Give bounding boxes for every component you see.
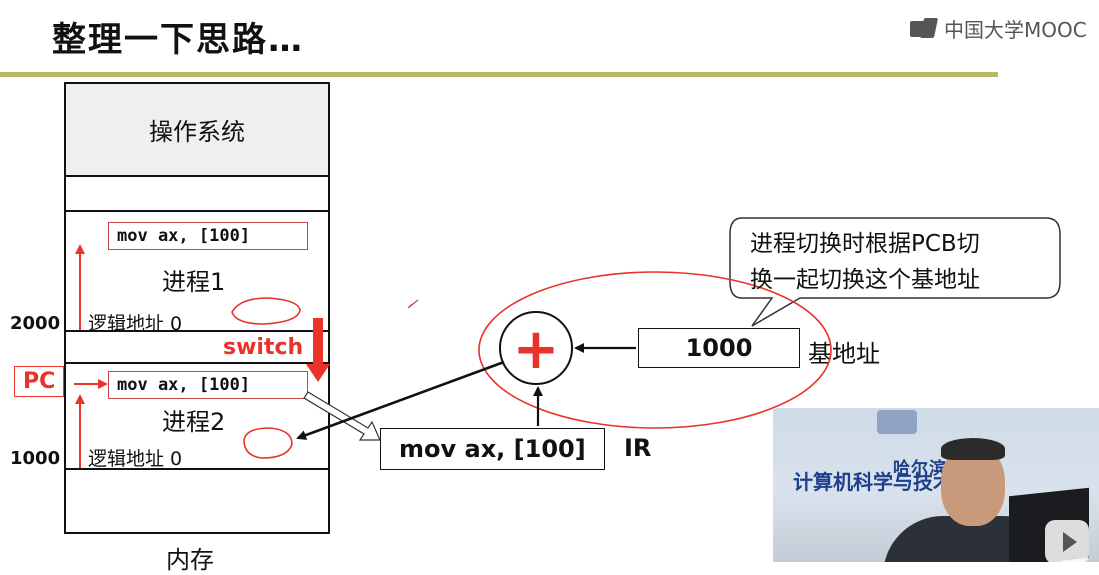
process2-code: mov ax, [100] (108, 371, 308, 399)
fetch-arrow (303, 391, 381, 441)
lecturer-video[interactable]: 哈尔滨工业 计算机科学与技术学院 (773, 408, 1099, 562)
lecturer-hair (941, 438, 1005, 460)
memory-divider (64, 362, 330, 364)
mooc-logo-text: 中国大学MOOC (944, 18, 1087, 42)
process2-base-address: 1000 (10, 448, 61, 469)
diagram-drawing: + (74, 217, 1061, 468)
process1-name: 进程1 (162, 268, 226, 296)
callout-bubble (729, 217, 1061, 327)
cursor-mark (407, 299, 419, 309)
process2-name: 进程2 (162, 408, 226, 436)
scribble (243, 427, 293, 459)
ir-label: IR (624, 434, 652, 462)
scribble (231, 297, 301, 325)
school-emblem-icon (877, 410, 917, 434)
play-icon (1063, 532, 1077, 552)
callout-line: 换一起切换这个基地址 (750, 267, 980, 293)
slide-title: 整理一下思路… (52, 20, 304, 60)
title-rule (0, 72, 998, 77)
highlight-ellipse (478, 271, 832, 429)
base-register: 1000 (638, 328, 800, 368)
os-label: 操作系统 (149, 118, 245, 146)
mooc-logo: 中国大学MOOC (910, 14, 1087, 43)
callout-line: 进程切换时根据PCB切 (750, 231, 980, 257)
os-block: 操作系统 (66, 84, 328, 177)
process1-logical-address: 逻辑地址 0 (88, 313, 183, 335)
pc-label: PC (23, 369, 56, 394)
memory-divider (64, 330, 330, 332)
base-register-label: 基地址 (808, 340, 880, 368)
adder-to-memory-arrow (296, 360, 505, 440)
memory-divider (64, 210, 330, 212)
switch-arrow (306, 318, 330, 382)
callout-text: 进程切换时根据PCB切 换一起切换这个基地址 (750, 226, 980, 298)
adder-circle (499, 311, 573, 385)
ir-code: mov ax, [100] (399, 435, 586, 463)
process2-logical-address: 逻辑地址 0 (88, 448, 183, 470)
process1-base-address: 2000 (10, 313, 61, 334)
switch-label: switch (223, 335, 304, 360)
base-register-value: 1000 (685, 334, 753, 362)
adder-symbol: + (513, 317, 560, 382)
memory-divider (64, 468, 330, 470)
mooc-logo-icon (910, 18, 940, 40)
process1-code: mov ax, [100] (108, 222, 308, 250)
pc-register: PC (14, 366, 65, 397)
ir-register: mov ax, [100] (380, 428, 605, 470)
